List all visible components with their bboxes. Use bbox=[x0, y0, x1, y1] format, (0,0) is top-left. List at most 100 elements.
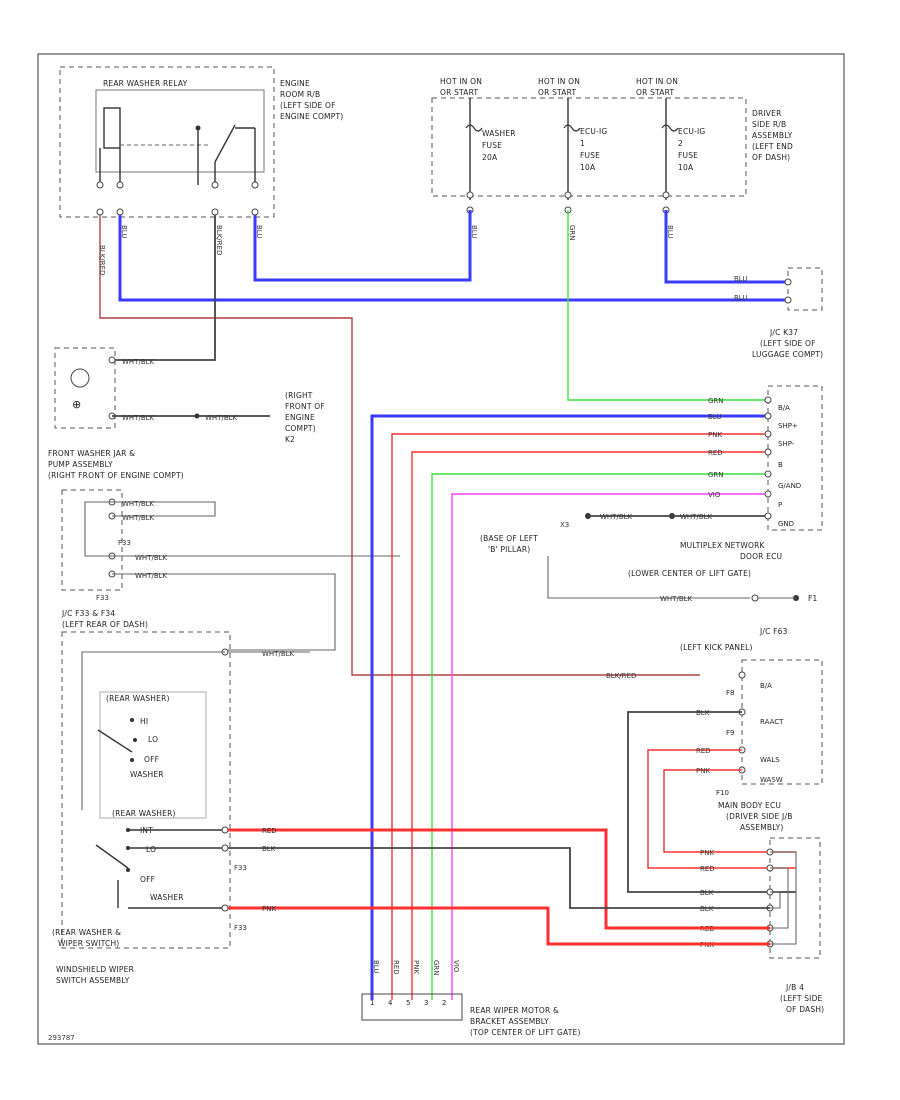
svg-text:ECU-IG: ECU-IG bbox=[580, 127, 607, 136]
svg-text:SHP-: SHP- bbox=[778, 440, 795, 448]
svg-text:WINDSHIELD WIPER: WINDSHIELD WIPER bbox=[56, 965, 134, 974]
svg-text:GRN: GRN bbox=[708, 471, 724, 479]
svg-text:WHT/BLK: WHT/BLK bbox=[262, 650, 295, 658]
ecu-ig1-fuse-icon bbox=[563, 124, 581, 132]
svg-text:1: 1 bbox=[580, 139, 585, 148]
svg-text:(REAR WASHER): (REAR WASHER) bbox=[112, 809, 176, 818]
svg-text:BLK: BLK bbox=[262, 845, 276, 853]
washer-fuse-icon bbox=[465, 124, 483, 132]
frame-border bbox=[37, 53, 845, 1045]
svg-text:WHT/BLK: WHT/BLK bbox=[122, 500, 155, 508]
svg-text:WASHER: WASHER bbox=[130, 770, 164, 779]
svg-text:DRIVER: DRIVER bbox=[752, 109, 781, 118]
relay-coil bbox=[103, 107, 121, 149]
svg-text:10A: 10A bbox=[678, 163, 694, 172]
svg-text:(BASE OF LEFT: (BASE OF LEFT bbox=[480, 534, 538, 543]
svg-text:J/C K37: J/C K37 bbox=[769, 328, 798, 337]
svg-text:VIO: VIO bbox=[708, 491, 721, 499]
svg-text:WALS: WALS bbox=[760, 756, 780, 764]
svg-text:(TOP CENTER OF LIFT GATE): (TOP CENTER OF LIFT GATE) bbox=[470, 1028, 581, 1037]
svg-text:BLU: BLU bbox=[372, 960, 380, 973]
svg-text:MAIN BODY ECU: MAIN BODY ECU bbox=[718, 801, 781, 810]
svg-text:FUSE: FUSE bbox=[678, 151, 698, 160]
svg-text:G/AND: G/AND bbox=[778, 482, 801, 490]
svg-text:F33: F33 bbox=[118, 539, 131, 547]
svg-text:F9: F9 bbox=[726, 729, 734, 737]
top-wiring: BLK/RED BLU BLK/RED BLU BLU GRN BLU BLU … bbox=[98, 210, 788, 676]
svg-text:RED: RED bbox=[708, 449, 723, 457]
svg-text:WHT/BLK: WHT/BLK bbox=[680, 513, 713, 521]
svg-text:COMPT): COMPT) bbox=[285, 424, 316, 433]
svg-text:SHP+: SHP+ bbox=[778, 422, 798, 430]
svg-text:DOOR ECU: DOOR ECU bbox=[740, 552, 782, 561]
main-body-ecu: PNK RED BLK BLK RED PNK J/B 4 (LEFT SIDE… bbox=[700, 837, 824, 1014]
svg-text:X3: X3 bbox=[560, 521, 569, 529]
svg-text:ENGINE: ENGINE bbox=[280, 79, 310, 88]
svg-text:WHT/BLK: WHT/BLK bbox=[600, 513, 633, 521]
svg-text:GRN: GRN bbox=[568, 225, 576, 241]
svg-text:FUSE: FUSE bbox=[482, 141, 502, 150]
svg-text:WHT/BLK: WHT/BLK bbox=[135, 554, 168, 562]
svg-text:BLK/RED: BLK/RED bbox=[215, 225, 223, 255]
svg-text:ENGINE: ENGINE bbox=[285, 413, 315, 422]
svg-text:FRONT OF: FRONT OF bbox=[285, 402, 325, 411]
rear-wiper-motor: 1 4 5 3 2 BLU RED PNK GRN VIO REAR WIPER… bbox=[361, 960, 581, 1037]
svg-text:(LEFT END: (LEFT END bbox=[752, 142, 793, 151]
driver-side-rb: HOT IN ON OR START HOT IN ON OR START HO… bbox=[431, 77, 793, 214]
svg-text:BLU: BLU bbox=[666, 225, 674, 238]
svg-text:(LEFT REAR OF DASH): (LEFT REAR OF DASH) bbox=[62, 620, 148, 629]
svg-text:SWITCH ASSEMBLY: SWITCH ASSEMBLY bbox=[56, 976, 130, 985]
svg-text:OF DASH): OF DASH) bbox=[786, 1005, 824, 1014]
svg-text:VIO: VIO bbox=[452, 960, 460, 973]
svg-text:J/C F33 & F34: J/C F33 & F34 bbox=[61, 609, 115, 618]
multiplex-bus: GRN BLU PNK RED GRN VIO WHT/BLK WHT/BLK … bbox=[370, 397, 818, 1000]
svg-text:GRN: GRN bbox=[708, 397, 724, 405]
svg-text:B/A: B/A bbox=[778, 404, 790, 412]
svg-text:4: 4 bbox=[388, 999, 393, 1007]
svg-text:BLK/RED: BLK/RED bbox=[606, 672, 636, 680]
svg-text:WASHER: WASHER bbox=[150, 893, 184, 902]
svg-text:BLU: BLU bbox=[470, 225, 478, 238]
multiplex-network-door-ecu: B/A SHP+ SHP- B G/AND P GND MULTIPLEX NE… bbox=[628, 385, 823, 578]
svg-text:BLK/RED: BLK/RED bbox=[98, 245, 106, 275]
svg-text:F10: F10 bbox=[716, 789, 729, 797]
svg-text:F33: F33 bbox=[234, 864, 247, 872]
svg-text:LUGGAGE COMPT): LUGGAGE COMPT) bbox=[752, 350, 823, 359]
svg-text:RED: RED bbox=[392, 960, 400, 975]
svg-text:RED: RED bbox=[262, 827, 277, 835]
front-washer-pump: ⊕ WHT/BLK WHT/BLK WHT/BLK (RIGHT FRONT O… bbox=[48, 347, 325, 480]
svg-text:(LEFT SIDE: (LEFT SIDE bbox=[780, 994, 823, 1003]
svg-text:B/A: B/A bbox=[760, 682, 772, 690]
svg-text:FUSE: FUSE bbox=[580, 151, 600, 160]
svg-text:WASHER: WASHER bbox=[482, 129, 516, 138]
svg-text:(LOWER CENTER OF LIFT GATE): (LOWER CENTER OF LIFT GATE) bbox=[628, 569, 751, 578]
svg-text:OFF: OFF bbox=[144, 755, 159, 764]
svg-text:1: 1 bbox=[370, 999, 374, 1007]
svg-text:WHT/BLK: WHT/BLK bbox=[135, 572, 168, 580]
svg-text:WIPER SWITCH): WIPER SWITCH) bbox=[58, 939, 119, 948]
ecu-ig2-fuse-icon bbox=[661, 124, 679, 132]
rear-washer-switch-lever bbox=[97, 729, 133, 753]
svg-text:OR START: OR START bbox=[440, 88, 478, 97]
svg-text:FRONT WASHER JAR &: FRONT WASHER JAR & bbox=[48, 449, 135, 458]
svg-text:F33: F33 bbox=[96, 594, 109, 602]
svg-text:LO: LO bbox=[148, 735, 158, 744]
svg-text:GND: GND bbox=[778, 520, 794, 528]
svg-text:WHT/BLK: WHT/BLK bbox=[122, 514, 155, 522]
svg-text:2: 2 bbox=[678, 139, 683, 148]
svg-text:PNK: PNK bbox=[696, 767, 710, 775]
rear-wiper-switch-lever bbox=[95, 844, 129, 869]
svg-text:LO: LO bbox=[146, 845, 156, 854]
svg-text:J/C F63: J/C F63 bbox=[759, 627, 788, 636]
relay-contact-switch bbox=[214, 124, 236, 163]
svg-text:F1: F1 bbox=[808, 594, 818, 603]
svg-text:(REAR WASHER): (REAR WASHER) bbox=[106, 694, 170, 703]
svg-text:OR START: OR START bbox=[636, 88, 674, 97]
svg-text:J/B 4: J/B 4 bbox=[785, 983, 804, 992]
svg-text:MULTIPLEX NETWORK: MULTIPLEX NETWORK bbox=[680, 541, 766, 550]
svg-text:10A: 10A bbox=[580, 163, 596, 172]
svg-text:20A: 20A bbox=[482, 153, 498, 162]
svg-text:'B' PILLAR): 'B' PILLAR) bbox=[488, 545, 530, 554]
svg-text:ENGINE COMPT): ENGINE COMPT) bbox=[280, 112, 343, 121]
